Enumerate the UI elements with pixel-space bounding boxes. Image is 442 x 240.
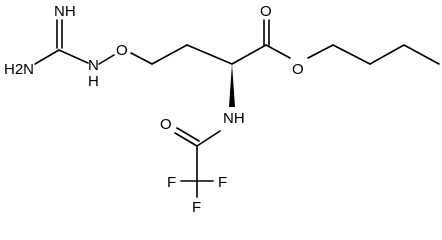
atom-label-o-ether: O <box>116 42 128 59</box>
atom-label-layer: NH H2N N H O O O NH O F F F <box>4 3 304 216</box>
bond-amide-co-b <box>176 127 200 142</box>
bond-alpha-ester-c <box>231 44 267 65</box>
bond-butyl1-2 <box>332 44 371 65</box>
bond-c-nh-oxy <box>58 49 89 64</box>
atom-label-h2n: H2N <box>4 61 34 78</box>
atom-label-o-carbonyl-ester: O <box>260 3 272 20</box>
atom-label-nh-imine: NH <box>54 3 76 20</box>
atom-label-f-bottom: F <box>192 199 201 216</box>
bond-c-nh2 <box>34 49 60 65</box>
bond-butyl2-3 <box>369 44 405 65</box>
atom-label-n-amine: N <box>88 57 99 74</box>
bond-layer <box>34 19 440 198</box>
bond-o-ch2 <box>130 52 153 65</box>
atom-label-f-right: F <box>218 174 227 191</box>
bond-amide-co-a <box>174 132 198 147</box>
atom-label-nh-amide: NH <box>223 110 245 127</box>
structure-diagram: NH H2N N H O O O NH O F F F <box>4 3 440 216</box>
bond-ester-c-o <box>265 44 291 59</box>
wedge-bond-alpha-nh <box>229 64 235 107</box>
atom-label-o-ester: O <box>292 61 304 78</box>
bond-o-butyl1 <box>307 44 334 59</box>
bond-n-o <box>98 54 115 65</box>
atom-label-o-amide: O <box>160 116 172 133</box>
bond-amide-c-nh <box>196 130 221 147</box>
bond-butyl3-4 <box>403 44 440 65</box>
atom-label-h-amine: H <box>88 73 99 90</box>
molecule-canvas: NH H2N N H O O O NH O F F F <box>4 3 440 216</box>
bond-ch2-alpha <box>186 44 233 65</box>
atom-label-f-left: F <box>167 174 176 191</box>
bond-ch2-ch2 <box>151 44 188 65</box>
